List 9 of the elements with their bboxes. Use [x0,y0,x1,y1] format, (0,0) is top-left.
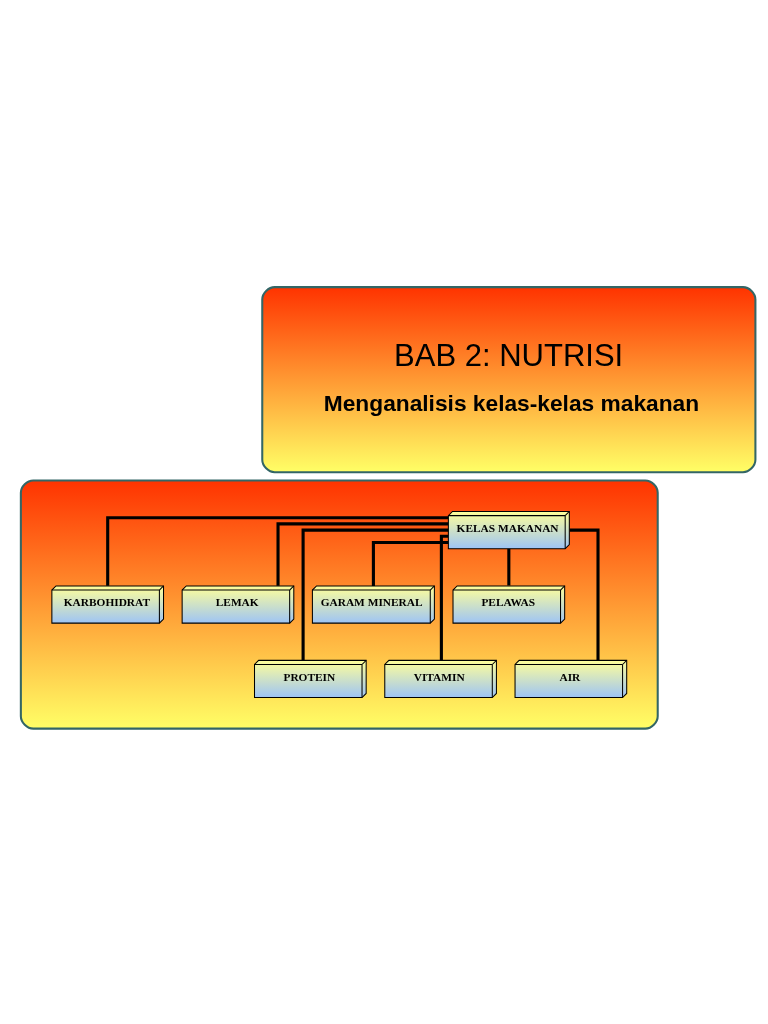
cluster [19,479,659,730]
connector [569,528,600,661]
connector [276,522,449,586]
node-box: BAB 2: NUTRISI Menganalisis kelas-kelas makanan [261,286,757,474]
connector [301,528,449,661]
connector [507,548,511,586]
connector [106,516,449,586]
connector [371,540,449,586]
connector [439,534,449,661]
